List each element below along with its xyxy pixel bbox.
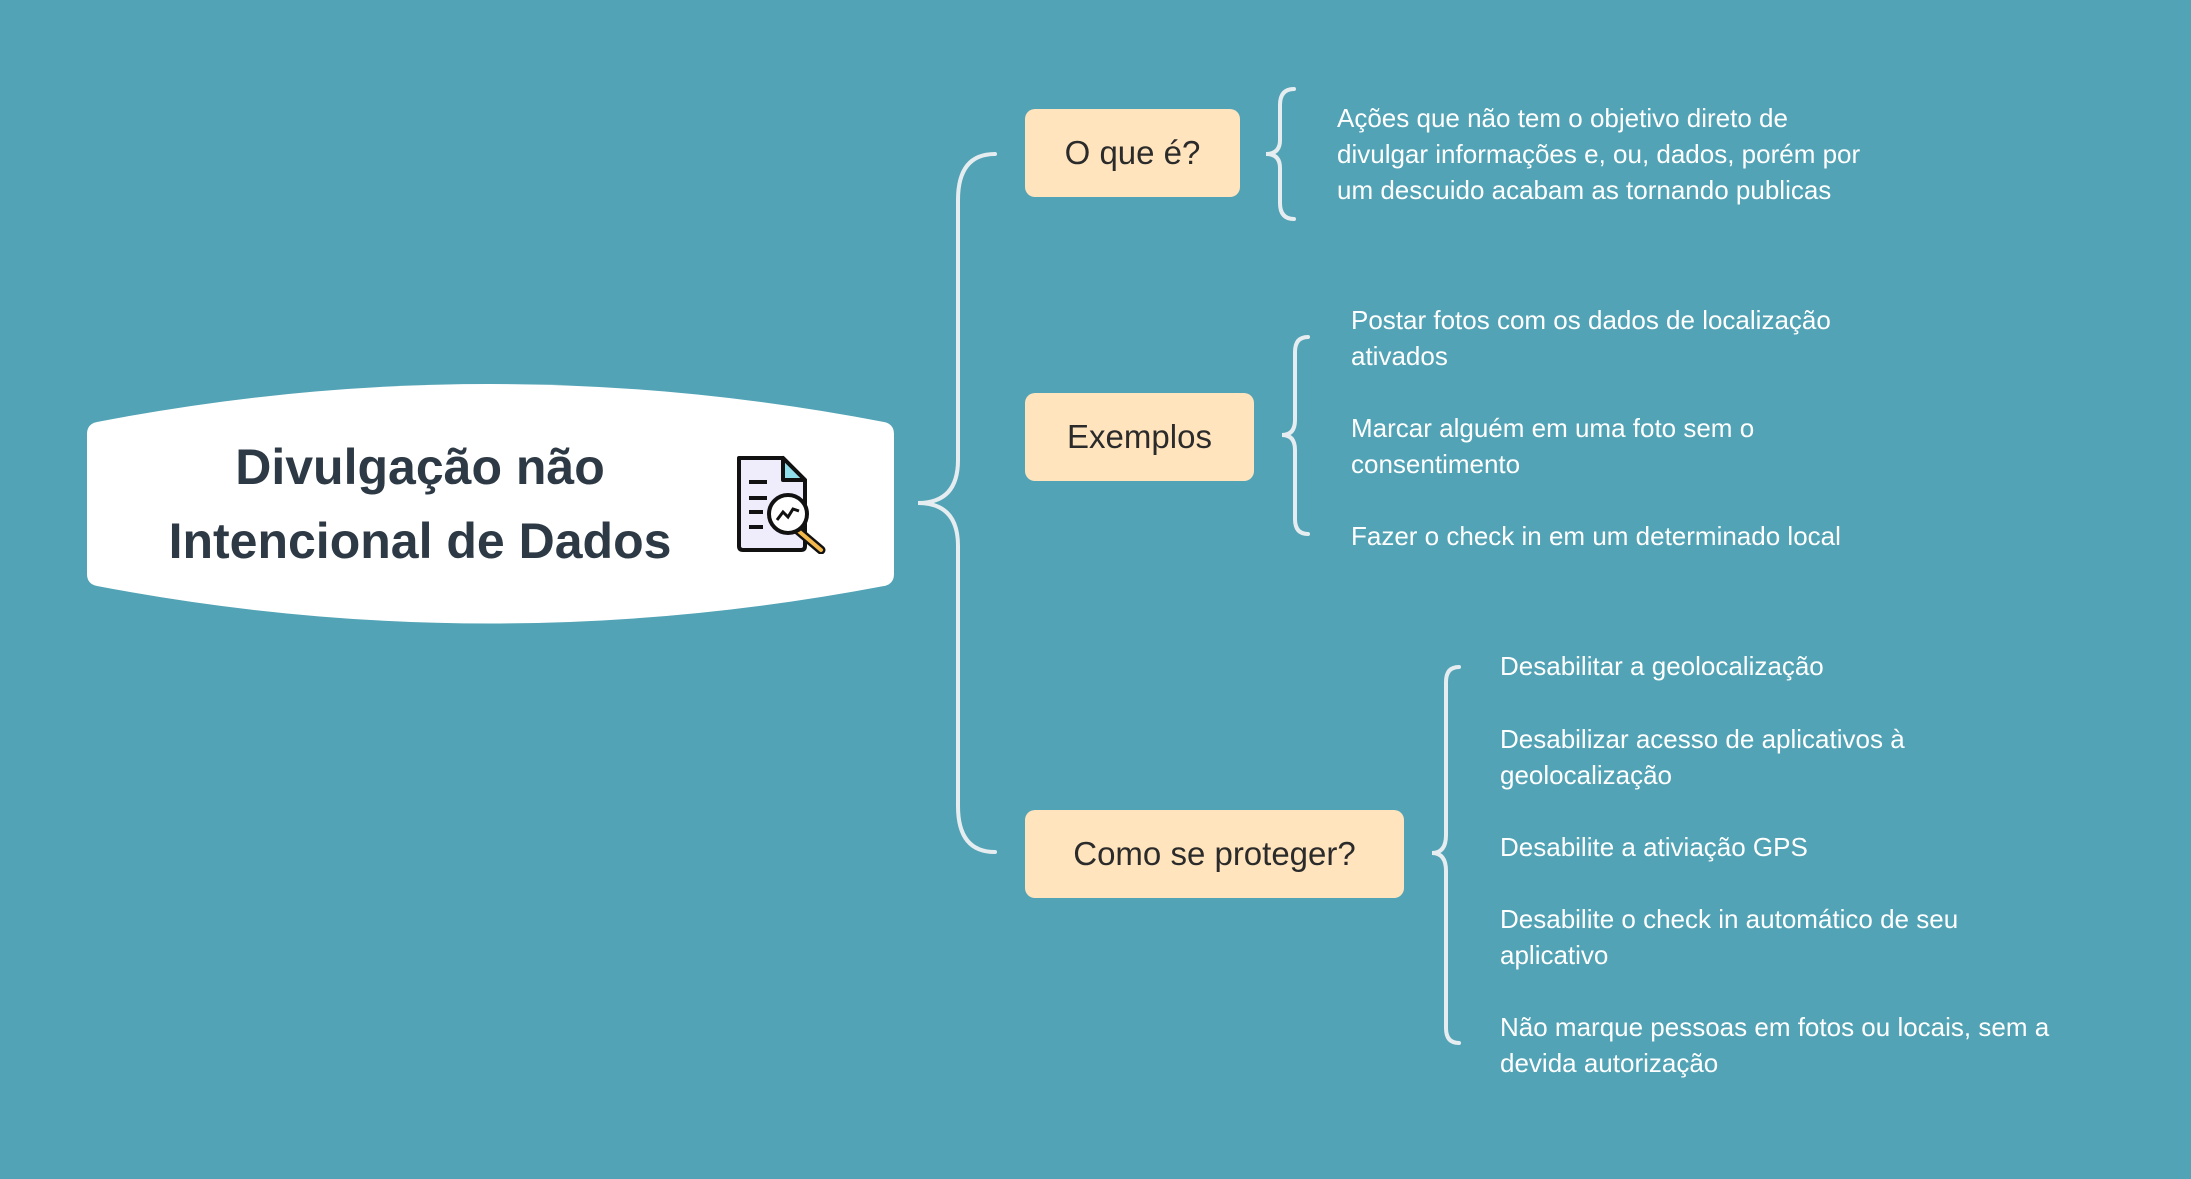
leaf-protection: Desabilite a ativiação GPS	[1500, 832, 1808, 862]
root-title: Divulgação não Intencional de Dados	[168, 439, 672, 569]
main-brace	[917, 152, 997, 854]
brace-examples	[1281, 335, 1310, 536]
leaf-example: Fazer o check in em um determinado local	[1351, 521, 1841, 551]
leaf-protection: Desabilite o check in automático de seu …	[1500, 904, 1959, 970]
leaf-example: Marcar alguém em uma foto sem o consenti…	[1351, 413, 1755, 479]
leaf-protection: Desabilizar acesso de aplicativos à geol…	[1500, 724, 1905, 790]
branch-label: O que é?	[1064, 134, 1201, 171]
branch-how-to-protect[interactable]: Como se proteger?	[1025, 810, 1404, 898]
branch-label: Como se proteger?	[1073, 835, 1356, 872]
branch-examples[interactable]: Exemplos	[1025, 393, 1254, 481]
leaf-example: Postar fotos com os dados de localização…	[1351, 305, 1831, 371]
leaf-definition: Ações que não tem o objetivo direto de d…	[1337, 103, 1861, 205]
branch-label: Exemplos	[1067, 418, 1212, 455]
leaf-protection: Desabilitar a geolocalização	[1500, 651, 1824, 681]
root-node-shape	[87, 384, 894, 624]
leaf-protection: Não marque pessoas em fotos ou locais, s…	[1500, 1012, 2050, 1078]
brace-protect	[1431, 665, 1461, 1045]
brace-what-is	[1265, 87, 1296, 221]
document-search-icon	[737, 456, 826, 554]
branch-what-is[interactable]: O que é?	[1025, 109, 1240, 197]
